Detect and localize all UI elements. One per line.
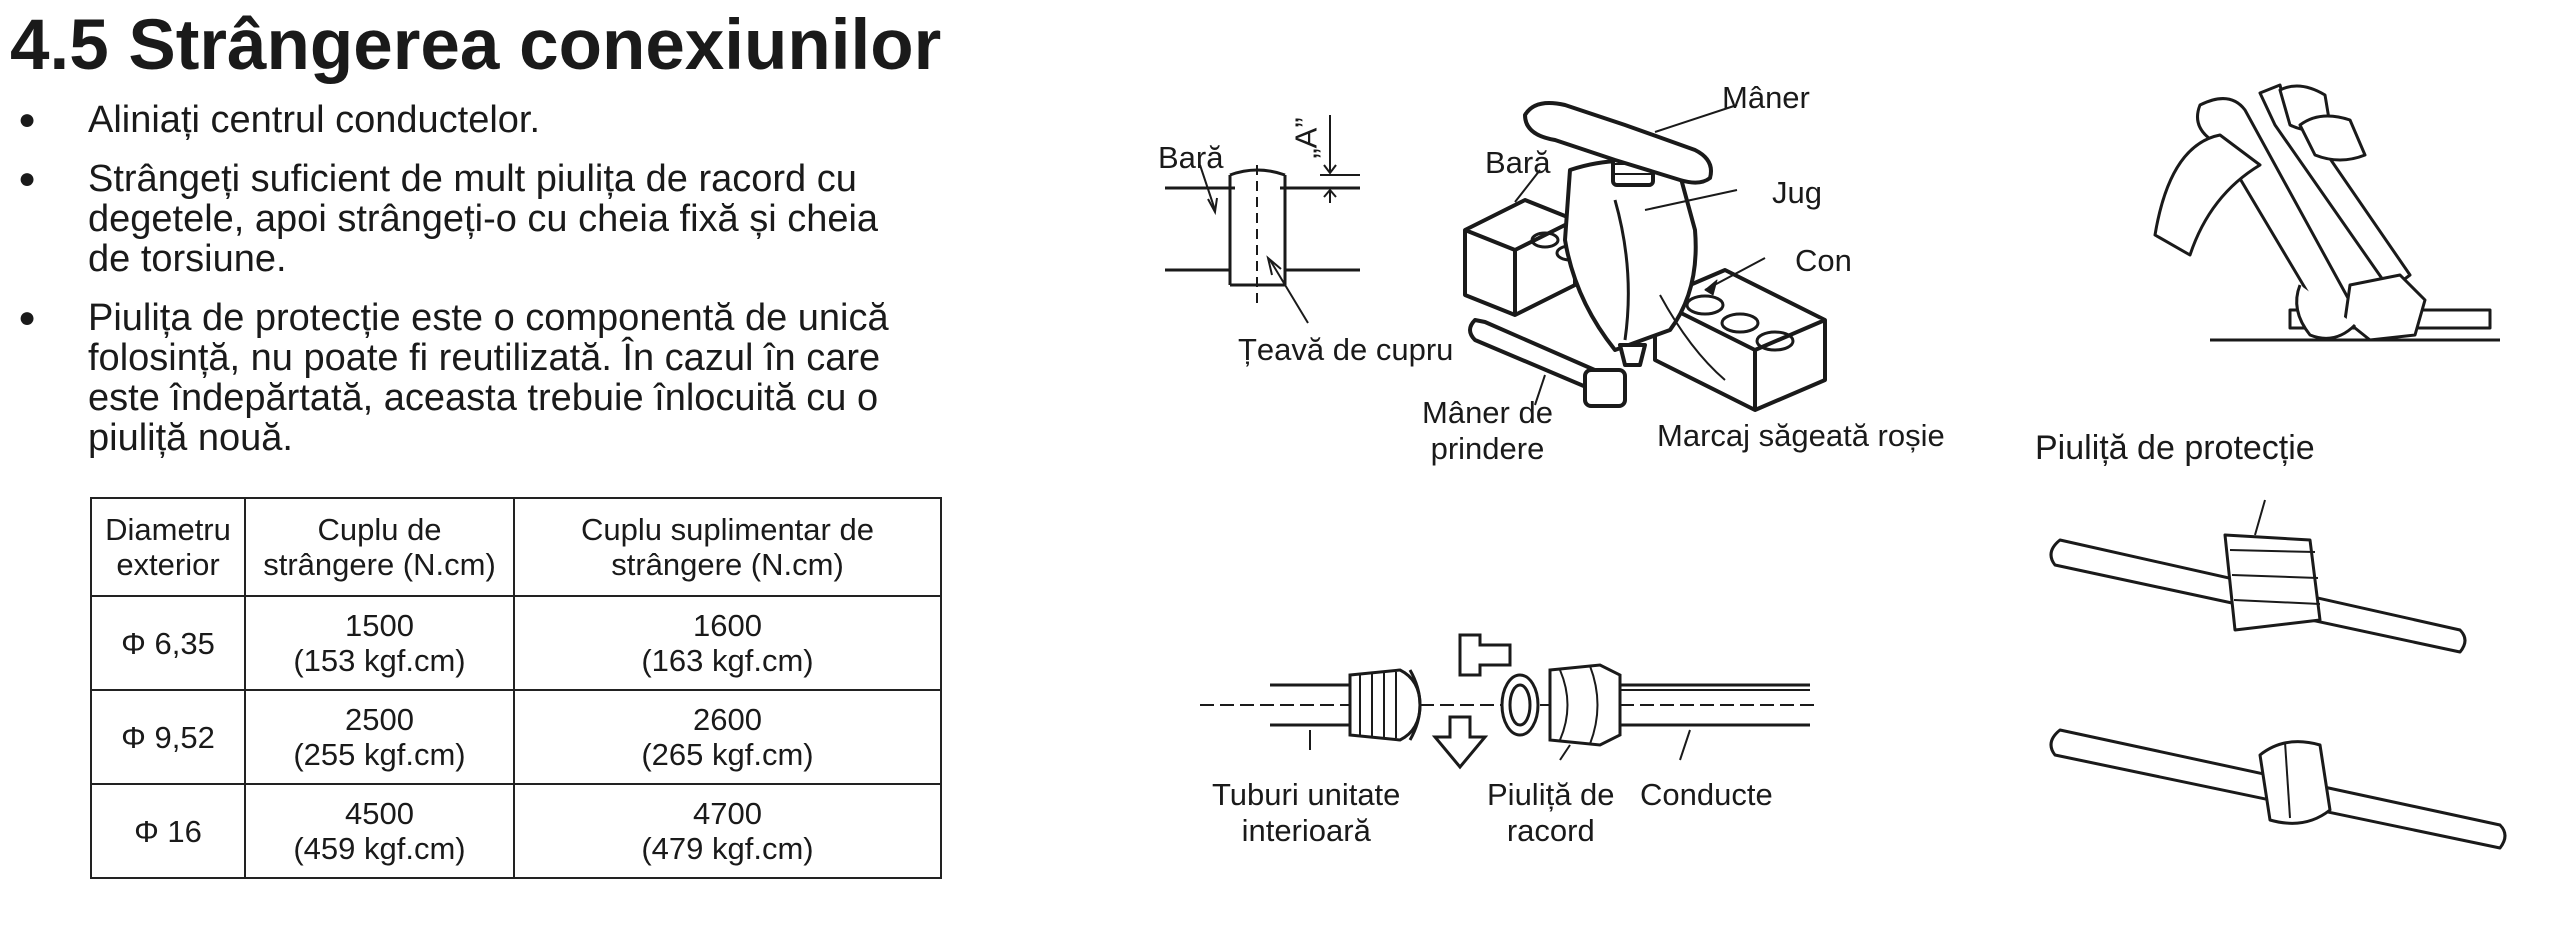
bullet-icon: ● <box>18 103 37 136</box>
wrench-tightening-diagram <box>2153 83 2500 342</box>
flaring-tool-diagram <box>1463 101 1827 412</box>
page-title: 4.5 Strângerea conexiunilor <box>10 6 942 85</box>
copper-pipe-label: Țeavă de cupru <box>1238 332 1454 367</box>
table-cell: 2500(255 kgf.cm) <box>244 689 515 785</box>
table-row: Φ 6,35 1500(153 kgf.cm) 1600(163 kgf.cm) <box>90 595 942 691</box>
protection-nut-diagram <box>2049 499 2507 850</box>
bar-tool-label: Bară <box>1485 145 1551 180</box>
table-row: Φ 9,52 2500(255 kgf.cm) 2600(265 kgf.cm) <box>90 689 942 785</box>
handle-label: Mâner <box>1722 80 1810 115</box>
cone-label: Con <box>1795 243 1852 278</box>
flare-connection-diagram <box>1200 633 1820 770</box>
bullet-text: Aliniați centrul conductelor. <box>88 99 541 141</box>
bullet-icon: ● <box>18 162 37 195</box>
table-cell: 2600(265 kgf.cm) <box>513 689 942 785</box>
table-cell: Φ 16 <box>90 783 246 879</box>
table-cell: Φ 9,52 <box>90 689 246 785</box>
table-cell: 4700(479 kgf.cm) <box>513 783 942 879</box>
table-cell: Φ 6,35 <box>90 595 246 691</box>
bullet-text: Piulița de protecție este o componentă d… <box>88 297 889 459</box>
a-mark-label: „A” <box>1288 117 1324 159</box>
bullet-text: Strângeți suficient de mult piulița de r… <box>88 158 879 280</box>
table-cell: 4500(459 kgf.cm) <box>244 783 515 879</box>
instruction-list: ● Aliniați centrul conductelor. ● Strângeț… <box>10 100 910 477</box>
table-row: Φ 16 4500(459 kgf.cm) 4700(479 kgf.cm) <box>90 783 942 879</box>
table-cell: 1600(163 kgf.cm) <box>513 595 942 691</box>
list-item: ● Aliniați centrul conductelor. <box>10 100 910 140</box>
flare-section-diagram <box>1165 115 1360 324</box>
table-cell: 1500(153 kgf.cm) <box>244 595 515 691</box>
bullet-icon: ● <box>18 301 37 334</box>
pipes-label: Conducte <box>1640 777 1773 812</box>
list-item: ● Strângeți suficient de mult piulița de … <box>10 159 910 279</box>
list-item: ● Piulița de protecție este o componentă … <box>10 298 910 458</box>
yoke-label: Jug <box>1772 175 1822 210</box>
red-arrow-label: Marcaj săgeată roșie <box>1657 418 1945 453</box>
bar-label: Bară <box>1158 140 1224 175</box>
protection-nut-label: Piuliță de protecție <box>2035 429 2315 467</box>
